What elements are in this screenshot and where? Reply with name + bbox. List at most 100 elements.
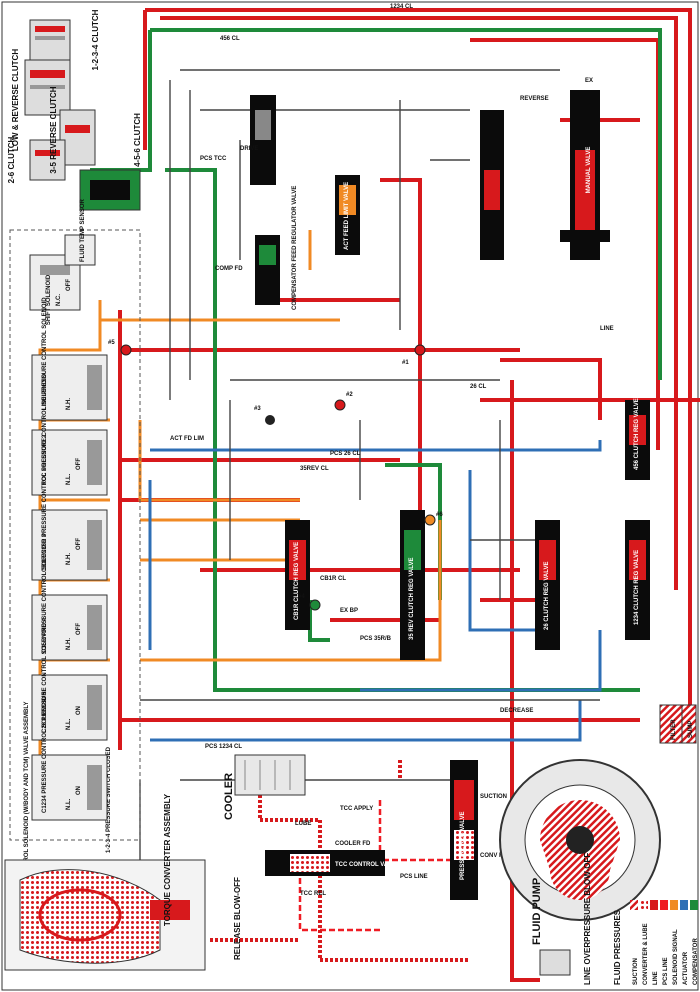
release-blowoff-label: RELEASE BLOW-OFF <box>233 877 242 960</box>
svg-text:N.H.: N.H. <box>66 553 72 565</box>
svg-text:LINE PRESSURE CONTROL SOLENOID: LINE PRESSURE CONTROL SOLENOID <box>42 297 48 410</box>
svg-text:SUCTION: SUCTION <box>480 794 507 800</box>
passages-actuator <box>148 440 602 742</box>
legend-label-suction: SUCTION <box>633 958 639 985</box>
solenoid-1: LINE PRESSURE CONTROL SOLENOID N.H. <box>31 297 108 421</box>
svg-text:COMP FD: COMP FD <box>215 266 243 272</box>
svg-text:PCS 1234 CL: PCS 1234 CL <box>205 744 242 750</box>
clutch-26-label: 2-6 CLUTCH <box>7 136 16 183</box>
valve-cb1r-reg: CB1R CLUTCH REG VALVE <box>285 520 310 630</box>
svg-text:LINE: LINE <box>600 326 614 332</box>
checkball-1: #1 <box>402 360 409 366</box>
svg-text:EX: EX <box>585 78 593 84</box>
solenoid-list: LINE PRESSURE CONTROL SOLENOID N.H. TCC … <box>31 297 108 821</box>
pressure-switch-note: 1-2-3-4 PRESSURE SWITCH CLOSED <box>106 746 112 853</box>
passages-converter-lube <box>210 760 470 962</box>
svg-text:C35R PRESSURE CONTROL SOLENOID: C35R PRESSURE CONTROL SOLENOID 3 <box>42 533 48 653</box>
legend-label-solenoid-signal: SOLENOID SIGNAL <box>673 929 679 985</box>
passage-labels: 1234 CL 26 CL 456 CL 35REV CL LINE ACT F… <box>170 4 614 897</box>
svg-text:N.L.: N.L. <box>66 798 72 810</box>
svg-text:CONV FD: CONV FD <box>480 853 508 859</box>
valve-comp-feed-reg: COMPENSATOR FEED REGULATOR VALVE <box>255 186 298 310</box>
solenoid-2: TCC PRESSURE CONTROL SOLENOID N.L. OFF <box>31 373 108 496</box>
svg-text:PRESSURE REG VALVE: PRESSURE REG VALVE <box>460 812 466 880</box>
control-solenoid-label: CONTROL SOLENOID (W/BODY AND TCM) VALVE … <box>24 702 30 879</box>
valve-35rev-reg: 35 REV CLUTCH REG VALVE <box>400 510 425 660</box>
svg-text:LUBE: LUBE <box>295 821 311 827</box>
valve-tcc-reg-apply <box>250 95 276 185</box>
solenoid-5: C26 PRESSURE CONTROL SOLENOID 4 N.L. ON <box>31 617 108 741</box>
sump-label: SUMP <box>688 721 694 738</box>
svg-text:PCS TCC: PCS TCC <box>200 156 227 162</box>
legend-label-actuator: ACTUATOR <box>683 951 689 985</box>
svg-text:TCC CONTROL VALVE: TCC CONTROL VALVE <box>335 862 399 868</box>
svg-text:C26 PRESSURE CONTROL SOLENOID: C26 PRESSURE CONTROL SOLENOID 4 <box>42 617 48 733</box>
svg-text:ON: ON <box>76 706 82 715</box>
shift-solenoid-state: OFF <box>66 279 72 291</box>
svg-text:N.H.: N.H. <box>66 398 72 410</box>
torque-converter-label: TORQUE CONVERTER ASSEMBLY <box>163 793 172 926</box>
svg-text:COOLER FD: COOLER FD <box>335 841 371 847</box>
legend-label-line: LINE <box>653 971 659 985</box>
legend-swatch-line <box>650 900 658 910</box>
legend-swatch-solenoid-signal <box>670 900 678 910</box>
svg-text:MANUAL VALVE: MANUAL VALVE <box>586 147 592 194</box>
svg-text:OFF: OFF <box>76 458 82 470</box>
svg-text:1234 CL: 1234 CL <box>390 4 413 10</box>
valve-tcc-control: TCC CONTROL VALVE <box>265 850 399 876</box>
clutch-1234-label: 1-2-3-4 CLUTCH <box>91 9 100 70</box>
clutch-35rev-label: 3-5 REVERSE CLUTCH <box>49 86 58 173</box>
svg-text:CB1R/C35R PRESSURE CONTROL SOL: CB1R/C35R PRESSURE CONTROL SOLENOID 2 <box>42 434 48 572</box>
line-overpressure-label: LINE OVERPRESSURE BLOW-OFF <box>583 853 592 985</box>
checkball-4: #4 <box>298 594 305 600</box>
legend-label-conv-lube: CONVERTER & LUBE <box>643 923 649 985</box>
passages-exhaust <box>139 69 600 860</box>
control-solenoid-assembly-box <box>9 229 141 841</box>
legend-swatch-pcs-line <box>660 900 668 910</box>
svg-text:N.H.: N.H. <box>66 638 72 650</box>
legend-swatch-compensator <box>690 900 698 910</box>
svg-text:TCC APPLY: TCC APPLY <box>340 806 373 812</box>
svg-text:ON: ON <box>76 786 82 795</box>
svg-text:26 CL: 26 CL <box>470 384 487 390</box>
svg-text:456 CLUTCH REG VALVE: 456 CLUTCH REG VALVE <box>634 398 640 470</box>
valve-456-clutch-reg: 456 CLUTCH REG VALVE <box>625 398 650 480</box>
checkball-2: #2 <box>346 392 353 398</box>
shift-solenoid-type: N.C. <box>56 294 62 306</box>
torque-converter <box>4 859 206 971</box>
svg-text:EX BP: EX BP <box>340 608 358 614</box>
valve-1234-clutch-reg: 1234 CLUTCH REG VALVE <box>625 520 650 640</box>
legend-title: FLUID PRESSURES <box>613 909 622 985</box>
valve-pressure-reg: PRESSURE REG VALVE <box>450 760 478 900</box>
shift-solenoid: SHIFT SOLENOID N.C. OFF <box>29 254 81 325</box>
filter-sump: FILTER SUMP <box>659 704 697 744</box>
svg-text:ACT FD LIM: ACT FD LIM <box>170 436 204 442</box>
solenoid-6: C1234 PRESSURE CONTROL SOLENOID 5 N.L. O… <box>31 691 108 821</box>
checkball-6: #6 <box>436 512 443 518</box>
fluid-pump <box>499 759 661 921</box>
legend: FLUID PRESSURES SUCTION CONVERTER & LUBE… <box>613 900 699 985</box>
svg-text:N.L.: N.L. <box>66 473 72 485</box>
svg-text:OFF: OFF <box>76 538 82 550</box>
line-overpressure-blowoff <box>539 949 571 976</box>
svg-text:PCS 26 CL: PCS 26 CL <box>330 451 361 457</box>
svg-text:DECREASE: DECREASE <box>500 708 533 714</box>
svg-text:35 REV CLUTCH REG VALVE: 35 REV CLUTCH REG VALVE <box>409 558 415 640</box>
svg-text:FLUID TEMP SENSOR: FLUID TEMP SENSOR <box>80 198 86 262</box>
checkball-5: #5 <box>108 340 115 346</box>
solenoid-4: C35R PRESSURE CONTROL SOLENOID 3 N.H. OF… <box>31 533 108 661</box>
svg-text:OFF: OFF <box>76 623 82 635</box>
svg-text:1234 CLUTCH REG VALVE: 1234 CLUTCH REG VALVE <box>634 550 640 625</box>
clutch-456-label: 4-5-6 CLUTCH <box>133 113 142 167</box>
svg-text:PCS 35R/B: PCS 35R/B <box>360 636 392 642</box>
svg-text:CB1R CLUTCH REG VALVE: CB1R CLUTCH REG VALVE <box>294 542 300 620</box>
filter-label: FILTER <box>671 719 677 740</box>
svg-text:REVERSE: REVERSE <box>520 96 549 102</box>
legend-swatch-actuator <box>680 900 688 910</box>
comp-feed-reg-label: COMPENSATOR FEED REGULATOR VALVE <box>292 186 298 310</box>
svg-text:TCC REL: TCC REL <box>300 891 326 897</box>
cooler <box>234 754 306 796</box>
svg-text:26 CLUTCH REG VALVE: 26 CLUTCH REG VALVE <box>544 562 550 630</box>
cooler-label: COOLER <box>223 773 235 820</box>
